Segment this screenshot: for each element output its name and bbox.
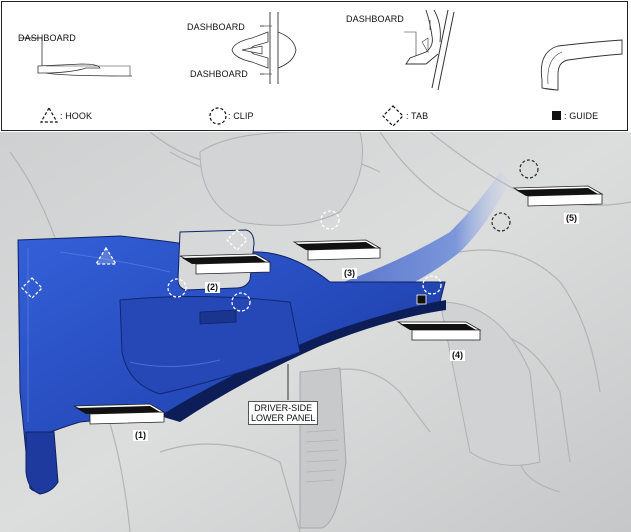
arrow-2-icon [179,253,272,275]
fig3-dashboard-label: DASHBOARD [346,14,404,24]
panel-label-line2: LOWER PANEL [251,413,316,423]
fig2-dashboard-top-label: DASHBOARD [187,22,245,32]
panel-latch [199,309,237,325]
callout-4: (4) [450,350,465,361]
hook-legend-label: : HOOK [60,111,93,121]
callout-1: (1) [133,430,148,441]
fig2-dashboard-bottom-label: DASHBOARD [190,69,248,79]
guide-marker-icon [416,294,427,305]
clip-marker-1-icon [167,278,187,298]
clip-legend-label: : CLIP [228,111,254,121]
arrow-1-icon [73,403,166,425]
steering-column [199,132,363,226]
panel-lower-leg [25,431,59,495]
guide-symbol-icon [552,111,561,120]
tab-symbol-icon [382,105,404,127]
panel-highlights [27,248,221,422]
callout-3: (3) [342,268,357,279]
tab-marker-left-icon [21,277,43,299]
pedal-grip [305,429,339,483]
fig-guide-section [540,39,623,91]
panel-lip [160,300,446,422]
panel-strip-translucent [330,172,510,312]
clip-marker-5-icon [491,212,511,232]
arrow-5-icon [512,185,604,207]
tab-marker-top-icon [226,229,248,251]
legend-illustrations [20,9,623,127]
guide-legend-label: : GUIDE [564,111,599,121]
clip-marker-6-icon [519,159,539,179]
clip-marker-4-icon [422,275,442,295]
dashboard-illustration [0,132,631,532]
driver-side-lower-panel-label: DRIVER-SIDE LOWER PANEL [248,401,319,425]
fig-hook-section [404,9,455,91]
legend-box: DASHBOARD DASHBOARD DASHBOARD DASHBOARD … [1,1,628,131]
fig-dashboard-flat [20,37,133,77]
clip-marker-3-icon [320,210,340,230]
arrow-3-icon [292,239,382,261]
hook-marker-icon [94,246,118,265]
callout-5: (5) [564,213,579,224]
arrow-4-icon [396,321,482,341]
clip-symbol-icon [209,107,227,125]
panel-label-line1: DRIVER-SIDE [254,403,313,413]
panel-recess [119,295,301,395]
callout-2: (2) [205,282,220,293]
tab-legend-label: : TAB [406,111,429,121]
clip-marker-2-icon [231,292,251,312]
floor-bracket [439,301,541,466]
fig1-dashboard-label: DASHBOARD [18,33,76,43]
hook-symbol-icon [39,106,59,123]
fig-clip-section [231,12,297,84]
